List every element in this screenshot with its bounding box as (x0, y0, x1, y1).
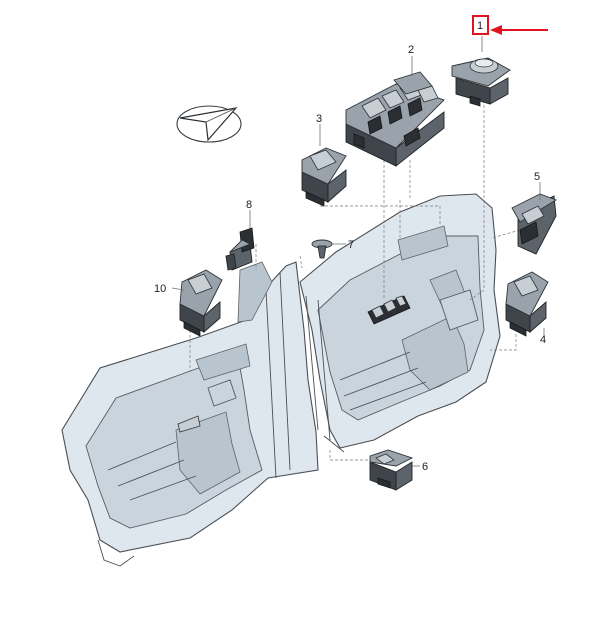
callout-labels: 1 2 3 4 5 6 7 8 10 (154, 20, 546, 473)
part-2-master-window-switch (345, 71, 445, 167)
part-1-mirror-switch (451, 57, 511, 107)
leader-lines (171, 36, 545, 467)
callout-5: 5 (534, 171, 540, 183)
part-7-rivet (311, 239, 333, 259)
part-5-window-switch (511, 193, 558, 255)
front-door-panel (299, 193, 501, 453)
rear-door-panel (61, 261, 319, 567)
callout-10: 10 (154, 283, 166, 295)
callout-1: 1 (477, 20, 483, 32)
callout-4: 4 (540, 334, 546, 346)
highlight-box (472, 15, 489, 35)
callout-6: 6 (422, 461, 428, 473)
orientation-symbol-icon (176, 105, 242, 143)
assignment-lines (189, 100, 521, 461)
part-8-connector (225, 227, 255, 271)
part-3-window-switch (301, 147, 347, 207)
part-4-window-switch (505, 271, 549, 337)
callout-8: 8 (246, 199, 252, 211)
highlight-marker (472, 15, 548, 35)
part-10-window-switch (179, 269, 223, 337)
part-6-rocker-switch (369, 449, 414, 491)
callout-2: 2 (408, 44, 414, 56)
callout-7: 7 (348, 239, 354, 251)
callout-3: 3 (316, 113, 322, 125)
highlight-arrow-icon (490, 25, 502, 35)
